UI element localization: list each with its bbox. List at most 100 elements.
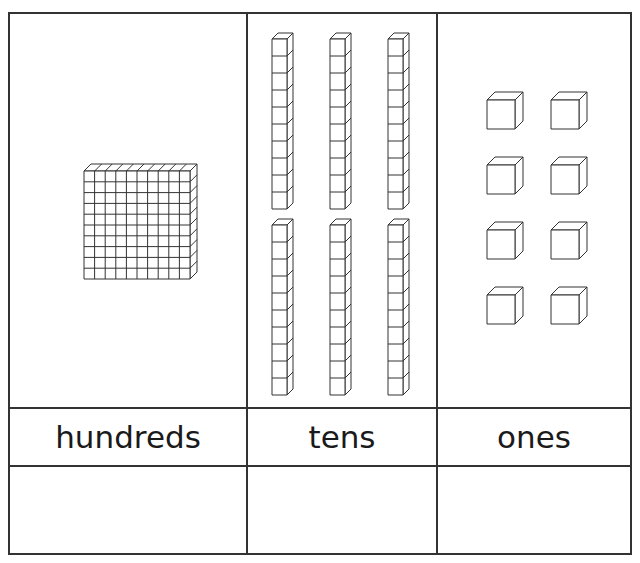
block-grid-line (272, 192, 287, 193)
table-border (9, 13, 631, 554)
block-grid-line (403, 135, 409, 141)
column-divider (436, 13, 438, 554)
block-grid-line (287, 304, 293, 310)
block-grid-line (272, 73, 287, 74)
column-heading: hundreds (10, 409, 246, 465)
ten-rod-front (388, 225, 403, 395)
block-grid-line (287, 236, 293, 242)
block-grid-line (190, 240, 197, 247)
block-grid-line (330, 90, 345, 91)
block-grid-line (345, 304, 351, 310)
ten-rod-front (388, 39, 403, 209)
block-grid-line (345, 118, 351, 124)
block-grid-line (272, 293, 287, 294)
block-grid-line (403, 101, 409, 107)
one-cube-side (515, 222, 523, 259)
block-grid-line (330, 56, 345, 57)
block-grid-line (403, 287, 409, 293)
block-grid-line (84, 257, 190, 258)
block-grid-line (330, 175, 345, 176)
one-cube-side (579, 157, 587, 194)
block-grid-line (190, 229, 197, 236)
one-cube-front (551, 230, 579, 259)
block-grid-line (345, 152, 351, 158)
block-grid-line (403, 253, 409, 259)
block-grid-line (330, 310, 345, 311)
block-grid-line (190, 218, 197, 225)
block-grid-line (272, 56, 287, 57)
block-grid-line (84, 203, 190, 204)
block-grid-line (345, 355, 351, 361)
block-grid-line (84, 225, 190, 226)
block-grid-line (287, 372, 293, 378)
block-grid-line (330, 107, 345, 108)
block-grid-line (287, 321, 293, 327)
ten-rod-front (330, 225, 345, 395)
one-cube-front (551, 165, 579, 194)
block-grid-line (190, 196, 197, 203)
block-grid-line (148, 164, 155, 171)
block-grid-line (287, 270, 293, 276)
block-grid-line (272, 141, 287, 142)
column-heading: ones (438, 409, 630, 465)
block-grid-line (330, 327, 345, 328)
block-grid-line (169, 164, 176, 171)
block-grid-line (116, 164, 123, 171)
block-grid-line (388, 242, 403, 243)
one-cube-side (579, 287, 587, 324)
block-grid-line (272, 361, 287, 362)
block-grid-line (330, 242, 345, 243)
block-grid-line (388, 175, 403, 176)
block-grid-line (388, 310, 403, 311)
block-grid-line (330, 378, 345, 379)
one-cube-side (515, 157, 523, 194)
block-grid-line (330, 192, 345, 193)
block-grid-line (345, 287, 351, 293)
block-grid-line (287, 84, 293, 90)
block-grid-line (403, 67, 409, 73)
block-grid-line (84, 181, 190, 182)
block-grid-line (330, 158, 345, 159)
block-grid-line (287, 253, 293, 259)
block-grid-line (190, 175, 197, 182)
block-grid-line (287, 355, 293, 361)
block-grid-line (272, 327, 287, 328)
ten-rod-side (345, 33, 351, 209)
block-grid-line (403, 355, 409, 361)
block-grid-line (272, 276, 287, 277)
column-heading: tens (248, 409, 436, 465)
block-grid-line (287, 152, 293, 158)
ten-rod-side (287, 33, 293, 209)
block-grid-line (330, 293, 345, 294)
block-grid-line (272, 242, 287, 243)
block-grid-line (287, 287, 293, 293)
one-cube-side (515, 92, 523, 129)
block-grid-line (190, 186, 197, 193)
ten-rod-side (345, 219, 351, 395)
ten-rod-side (287, 219, 293, 395)
block-grid-line (272, 344, 287, 345)
block-grid-line (95, 164, 102, 171)
block-grid-line (272, 124, 287, 125)
one-cube-front (487, 100, 515, 129)
block-grid-line (388, 344, 403, 345)
block-grid-line (388, 107, 403, 108)
block-grid-line (388, 378, 403, 379)
block-grid-line (84, 268, 190, 269)
block-grid-line (403, 186, 409, 192)
block-grid-line (403, 338, 409, 344)
block-grid-line (388, 327, 403, 328)
block-grid-line (345, 135, 351, 141)
one-cube-front (551, 100, 579, 129)
block-grid-line (388, 73, 403, 74)
block-grid-line (403, 152, 409, 158)
block-grid-line (388, 158, 403, 159)
block-grid-line (345, 372, 351, 378)
row-divider (9, 465, 631, 467)
block-grid-line (345, 270, 351, 276)
block-grid-line (137, 164, 144, 171)
block-grid-line (388, 56, 403, 57)
block-grid-line (345, 101, 351, 107)
ten-rod-front (272, 225, 287, 395)
block-grid-line (330, 73, 345, 74)
